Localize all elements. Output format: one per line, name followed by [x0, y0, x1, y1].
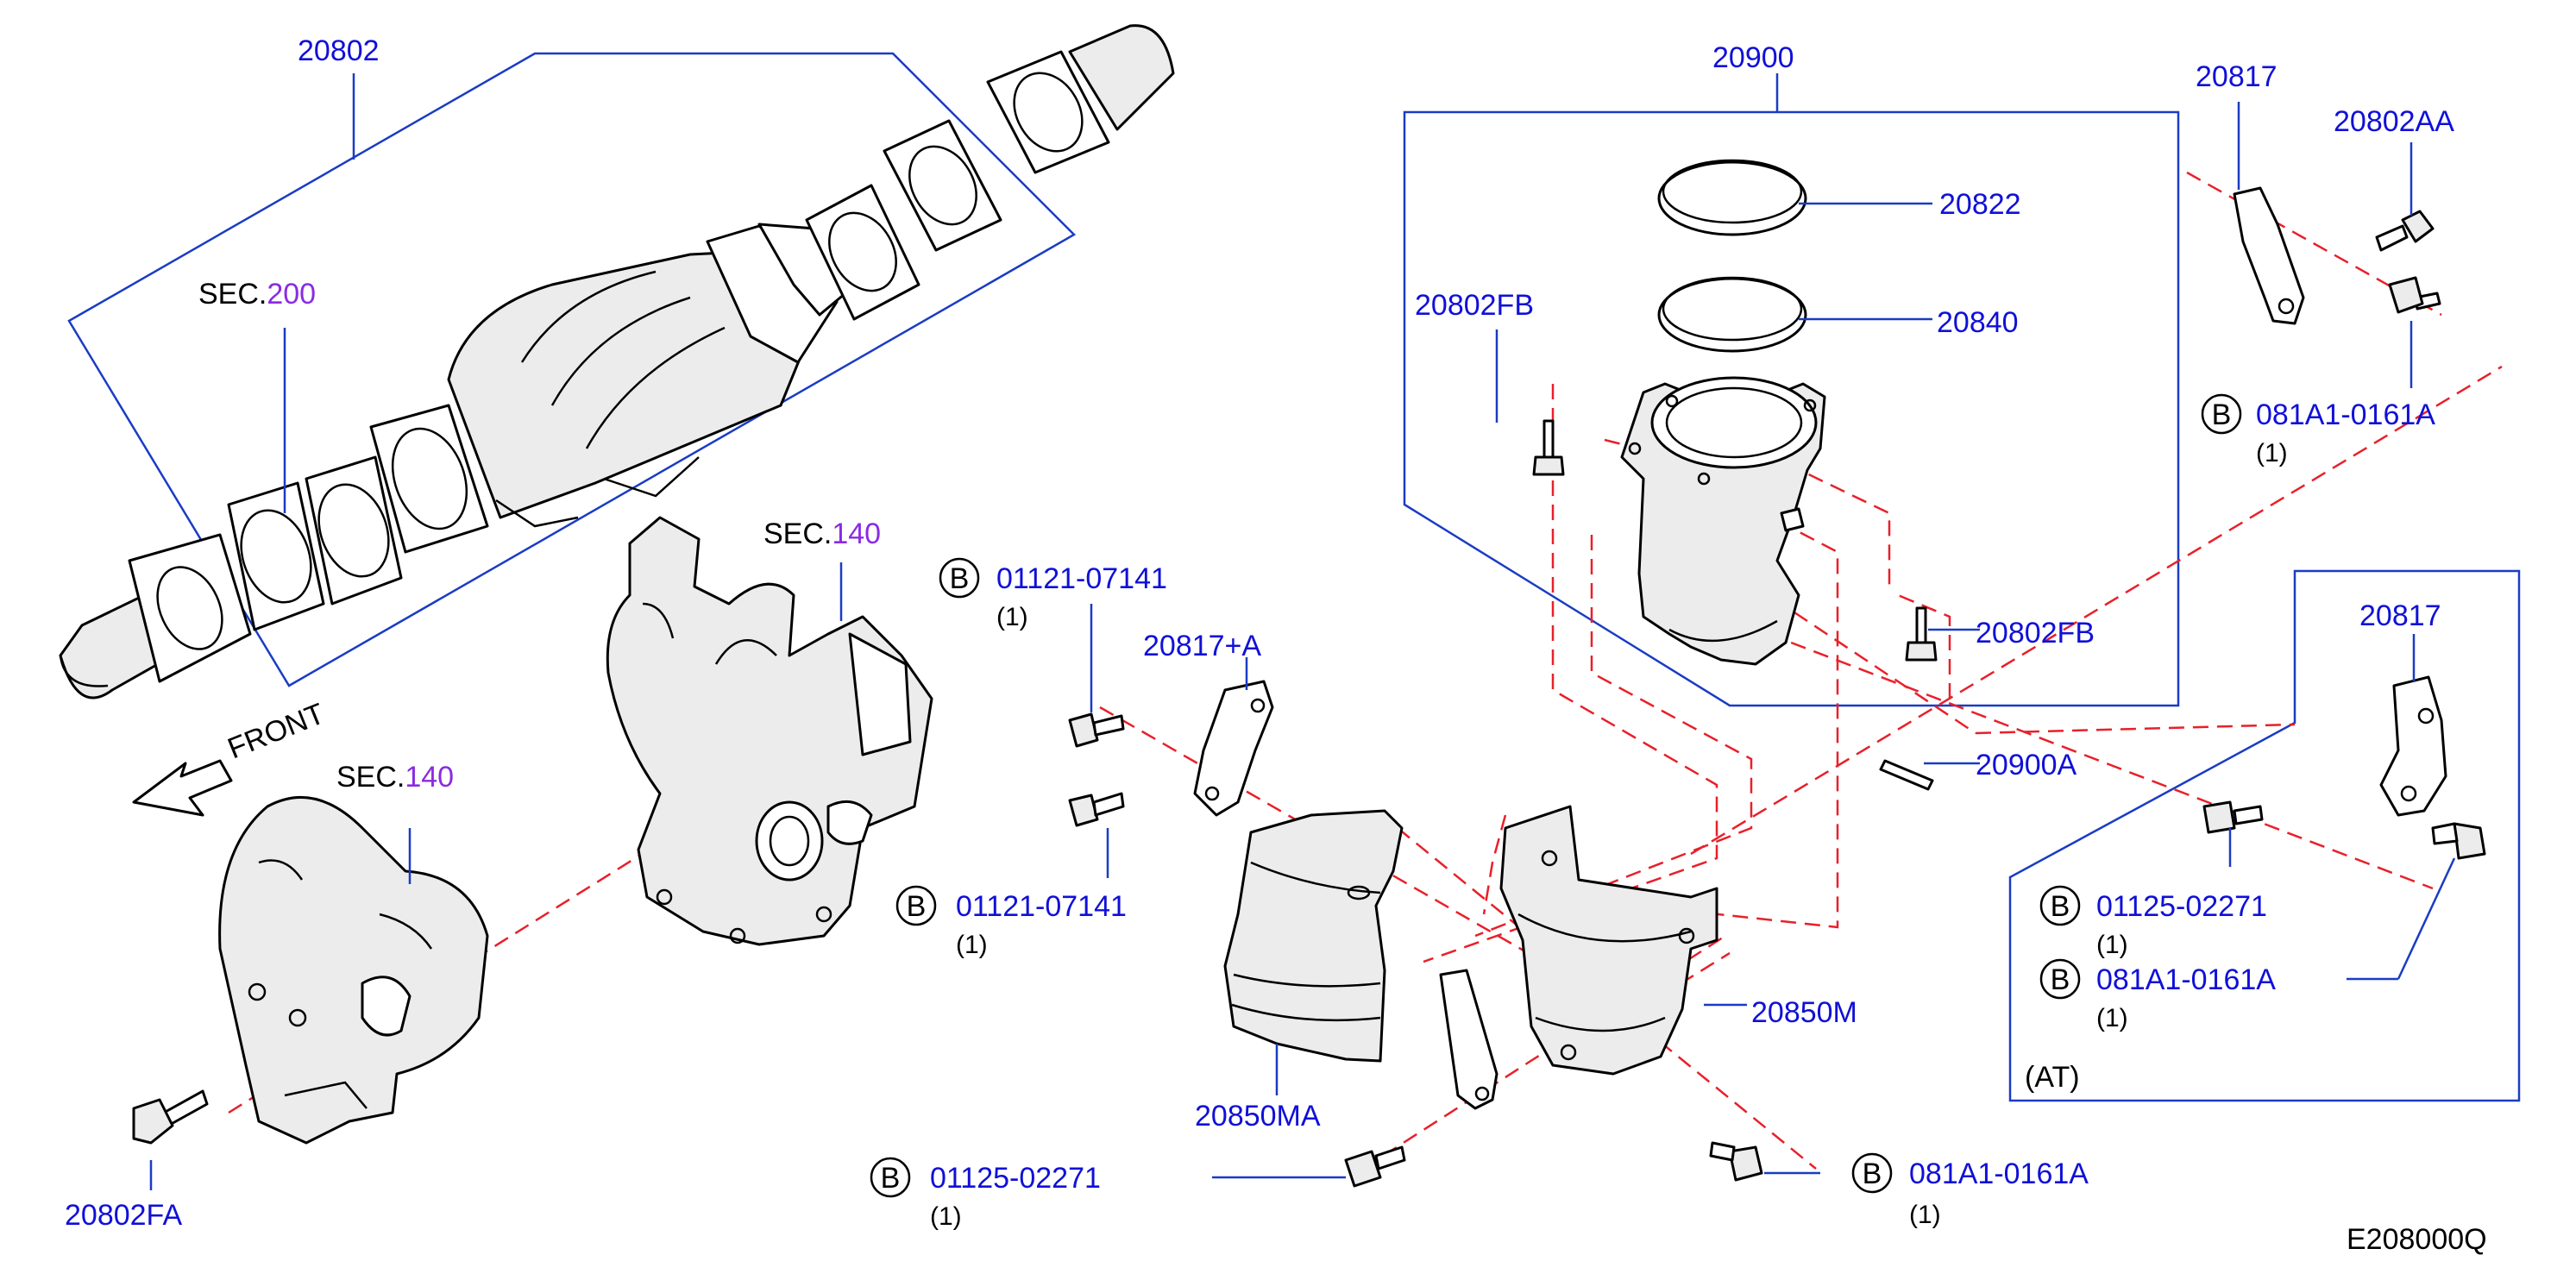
manifold-heat-cover[interactable] [218, 795, 489, 1145]
b-badge-label: B [2051, 963, 2070, 996]
callout-20802[interactable]: 20802 [298, 35, 380, 67]
exhaust-manifold[interactable] [606, 516, 933, 946]
callout-20802fb-lower[interactable]: 20802FB [1976, 617, 2095, 649]
callout-20822[interactable]: 20822 [1939, 188, 2021, 221]
section-ref-140-cover[interactable]: SEC.140 [336, 761, 454, 794]
bolt-081a1-0161a-at[interactable] [2431, 822, 2486, 860]
catalytic-converter-body[interactable] [369, 223, 847, 554]
callout-20900[interactable]: 20900 [1712, 41, 1794, 74]
bolt-01121-07141-lower[interactable] [1068, 792, 1125, 827]
bolt-part-number: 01125-02271 [2096, 890, 2267, 923]
b-badge-icon [895, 885, 937, 926]
bolt-part-number: 01125-02271 [930, 1162, 1101, 1195]
bolt-01125-02271-at[interactable] [2202, 800, 2264, 834]
bracket-lower-middle[interactable] [1439, 969, 1498, 1110]
callout-20817-at[interactable]: 20817 [2359, 599, 2441, 632]
bolt-part-number: 081A1-0161A [2096, 963, 2276, 996]
b-badge-icon [1851, 1152, 1893, 1194]
callout-20802fa[interactable]: 20802FA [65, 1199, 182, 1232]
bolt-callout-081a1-bottom[interactable]: B 081A1-0161A (1) [1851, 1152, 2089, 1229]
gasket-right-2[interactable] [883, 119, 1002, 252]
bolt-quantity: (1) [930, 1202, 962, 1231]
bolt-callout-01121-upper[interactable]: B 01121-07141 (1) [939, 557, 1167, 631]
gasket-right-1[interactable] [805, 184, 920, 321]
callout-20802aa[interactable]: 20802AA [2334, 105, 2454, 138]
bolt-callout-081a1-at[interactable]: B 081A1-0161A (1) [2039, 958, 2276, 1032]
bolt-quantity: (1) [996, 603, 1028, 631]
callout-20900a[interactable]: 20900A [1976, 749, 2077, 781]
bolt-20802fa[interactable] [132, 1089, 209, 1145]
diagram-id: E208000Q [2347, 1223, 2487, 1256]
callout-20817a[interactable]: 20817+A [1143, 630, 1261, 662]
callout-20850m[interactable]: 20850M [1751, 996, 1857, 1029]
bolt-quantity: (1) [1909, 1201, 1941, 1229]
bolt-quantity: (1) [2096, 1004, 2128, 1032]
bolt-part-number: 01121-07141 [996, 562, 1167, 595]
bolt-quantity: (1) [2096, 931, 2128, 959]
front-label: FRONT [223, 697, 330, 765]
bolt-callout-081a1-upper[interactable]: B 081A1-0161A (1) [2201, 393, 2435, 467]
b-badge-label: B [881, 1162, 901, 1195]
bolt-quantity: (1) [956, 931, 988, 959]
b-badge-label: B [2212, 398, 2232, 431]
b-badge-label: B [950, 562, 970, 595]
bolt-20802fb-upper[interactable] [1532, 419, 1565, 476]
seal-ring-20840[interactable] [1657, 276, 1807, 353]
b-badge-label: B [2051, 890, 2070, 923]
callout-20802fb-upper[interactable]: 20802FB [1415, 289, 1534, 322]
section-ref-200[interactable]: SEC.200 [198, 278, 316, 311]
heat-shield-20850m[interactable] [1499, 805, 1718, 1076]
bolt-20802aa[interactable] [2375, 210, 2435, 252]
bolt-part-number: 081A1-0161A [2256, 398, 2435, 431]
b-badge-icon [2201, 393, 2242, 435]
gasket-left-1[interactable] [227, 481, 325, 631]
bolt-quantity: (1) [2256, 439, 2288, 467]
b-badge-label: B [907, 890, 927, 923]
bolt-01121-07141-upper[interactable] [1068, 712, 1125, 748]
bolt-part-number: 01121-07141 [956, 890, 1127, 923]
bolt-part-number: 081A1-0161A [1909, 1158, 2089, 1190]
group-box-at [2008, 569, 2521, 1102]
bolt-callout-01121-lower[interactable]: B 01121-07141 (1) [895, 885, 1127, 959]
bolt-081a1-0161a-upper[interactable] [2388, 276, 2441, 314]
gasket-left-2[interactable] [305, 455, 403, 605]
bolt-20802fb-lower[interactable] [1905, 606, 1938, 662]
bracket-20817-upper[interactable] [2233, 186, 2305, 325]
variant-note-at: (AT) [2025, 1061, 2080, 1094]
front-exhaust-pipe[interactable] [59, 533, 252, 700]
heat-shield-20850ma[interactable] [1223, 809, 1404, 1063]
b-badge-icon [939, 557, 980, 599]
bolt-081a1-0161a-bottom[interactable] [1709, 1141, 1763, 1182]
rear-exhaust-pipe[interactable] [986, 24, 1175, 174]
b-badge-icon [2039, 885, 2081, 926]
bracket-20817a[interactable] [1193, 680, 1274, 817]
callout-20817-upper[interactable]: 20817 [2196, 60, 2278, 93]
callout-20850ma[interactable]: 20850MA [1195, 1100, 1321, 1133]
bracket-20817-at[interactable] [2379, 675, 2447, 817]
group-box-20802 [67, 52, 1077, 687]
bolt-callout-01125-bottom[interactable]: B 01125-02271 (1) [870, 1157, 1101, 1231]
bolt-callout-01125-at[interactable]: B 01125-02271 (1) [2039, 885, 2267, 959]
stud-20900a[interactable] [1879, 759, 1934, 791]
b-badge-icon [870, 1157, 911, 1198]
b-badge-icon [2039, 958, 2081, 1000]
leader-lines [149, 73, 2456, 1190]
callout-20840[interactable]: 20840 [1937, 306, 2019, 339]
section-ref-140-manifold[interactable]: SEC.140 [763, 518, 881, 550]
front-arrow-icon [132, 759, 233, 817]
catalytic-converter-20900[interactable] [1620, 376, 1826, 666]
seal-ring-20822[interactable] [1657, 159, 1807, 236]
bolt-01125-02271-bottom[interactable] [1344, 1145, 1406, 1188]
b-badge-label: B [1863, 1158, 1882, 1190]
